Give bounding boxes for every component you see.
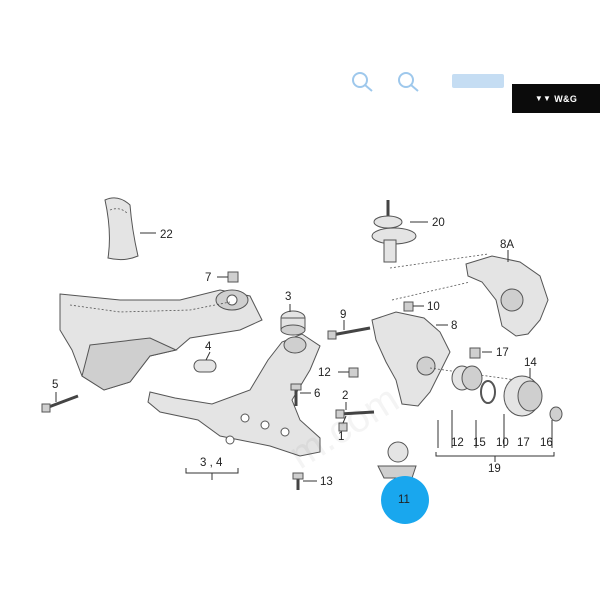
callout-12-lower: 12 <box>451 437 464 449</box>
part-3-bushing <box>280 304 306 336</box>
callout-11: 11 <box>398 494 410 506</box>
part-8-knuckle <box>371 311 451 407</box>
toolbar-button-fragment <box>452 74 504 88</box>
callout-5: 5 <box>52 379 58 391</box>
callout-19: 19 <box>488 463 501 475</box>
control-arm <box>147 333 321 457</box>
part-4-bushing <box>193 351 217 373</box>
part-8a-knuckle <box>465 250 549 337</box>
bracket-3-4 <box>185 468 239 480</box>
callout-20: 20 <box>432 217 445 229</box>
zoom-in-icon <box>398 72 414 88</box>
subframe <box>59 289 263 391</box>
logo-text: W&G <box>554 93 578 104</box>
toolbar-fragment <box>352 72 504 92</box>
part-14-hub <box>503 368 543 417</box>
callout-22: 22 <box>160 229 173 241</box>
part-9-bolt <box>327 320 371 340</box>
callout-labels: 22 20 8A 7 3 9 10 8 4 17 14 12 5 6 2 1 3… <box>52 217 553 506</box>
callout-8a: 8A <box>500 239 514 251</box>
callout-17: 17 <box>496 347 509 359</box>
callout-15: 15 <box>473 437 486 449</box>
callout-8: 8 <box>451 320 457 332</box>
callout-12-upper: 12 <box>318 367 331 379</box>
part-5-bolt <box>41 392 79 413</box>
part-12-nut <box>338 367 359 378</box>
part-1-nut <box>338 415 348 432</box>
part-13-bolt <box>292 472 317 490</box>
bracket-19 <box>435 410 555 462</box>
callout-14: 14 <box>524 357 537 369</box>
part-10-nut <box>403 301 424 312</box>
logo-mark: ▼▼ <box>534 94 552 103</box>
part-7-nut <box>217 271 239 283</box>
callout-10-lower: 10 <box>496 437 509 449</box>
part-2-bolt <box>335 402 375 419</box>
callout-3-4: 3 , 4 <box>200 457 223 469</box>
part-17-nut <box>469 347 492 359</box>
callout-13: 13 <box>320 476 333 488</box>
part-11-ball-joint <box>377 441 417 488</box>
part-15-circlip <box>480 380 496 404</box>
callout-10: 10 <box>427 301 440 313</box>
part-16-nut <box>549 406 563 422</box>
callout-17-lower: 17 <box>517 437 530 449</box>
highlight-circle <box>381 476 429 524</box>
part-20-strut <box>371 200 428 263</box>
callout-3: 3 <box>285 291 291 303</box>
part-12-bearing <box>451 365 483 391</box>
part-6-bolt <box>290 383 311 406</box>
callout-4: 4 <box>205 341 212 353</box>
callout-2: 2 <box>342 390 348 402</box>
zoom-out-icon <box>352 72 368 88</box>
callout-6: 6 <box>314 388 320 400</box>
callout-1: 1 <box>338 431 344 443</box>
callout-16: 16 <box>540 437 553 449</box>
callout-9: 9 <box>340 309 346 321</box>
part-22-boot <box>104 197 156 261</box>
callout-7: 7 <box>205 272 211 284</box>
brand-logo-badge: ▼▼ W&G <box>512 84 600 113</box>
